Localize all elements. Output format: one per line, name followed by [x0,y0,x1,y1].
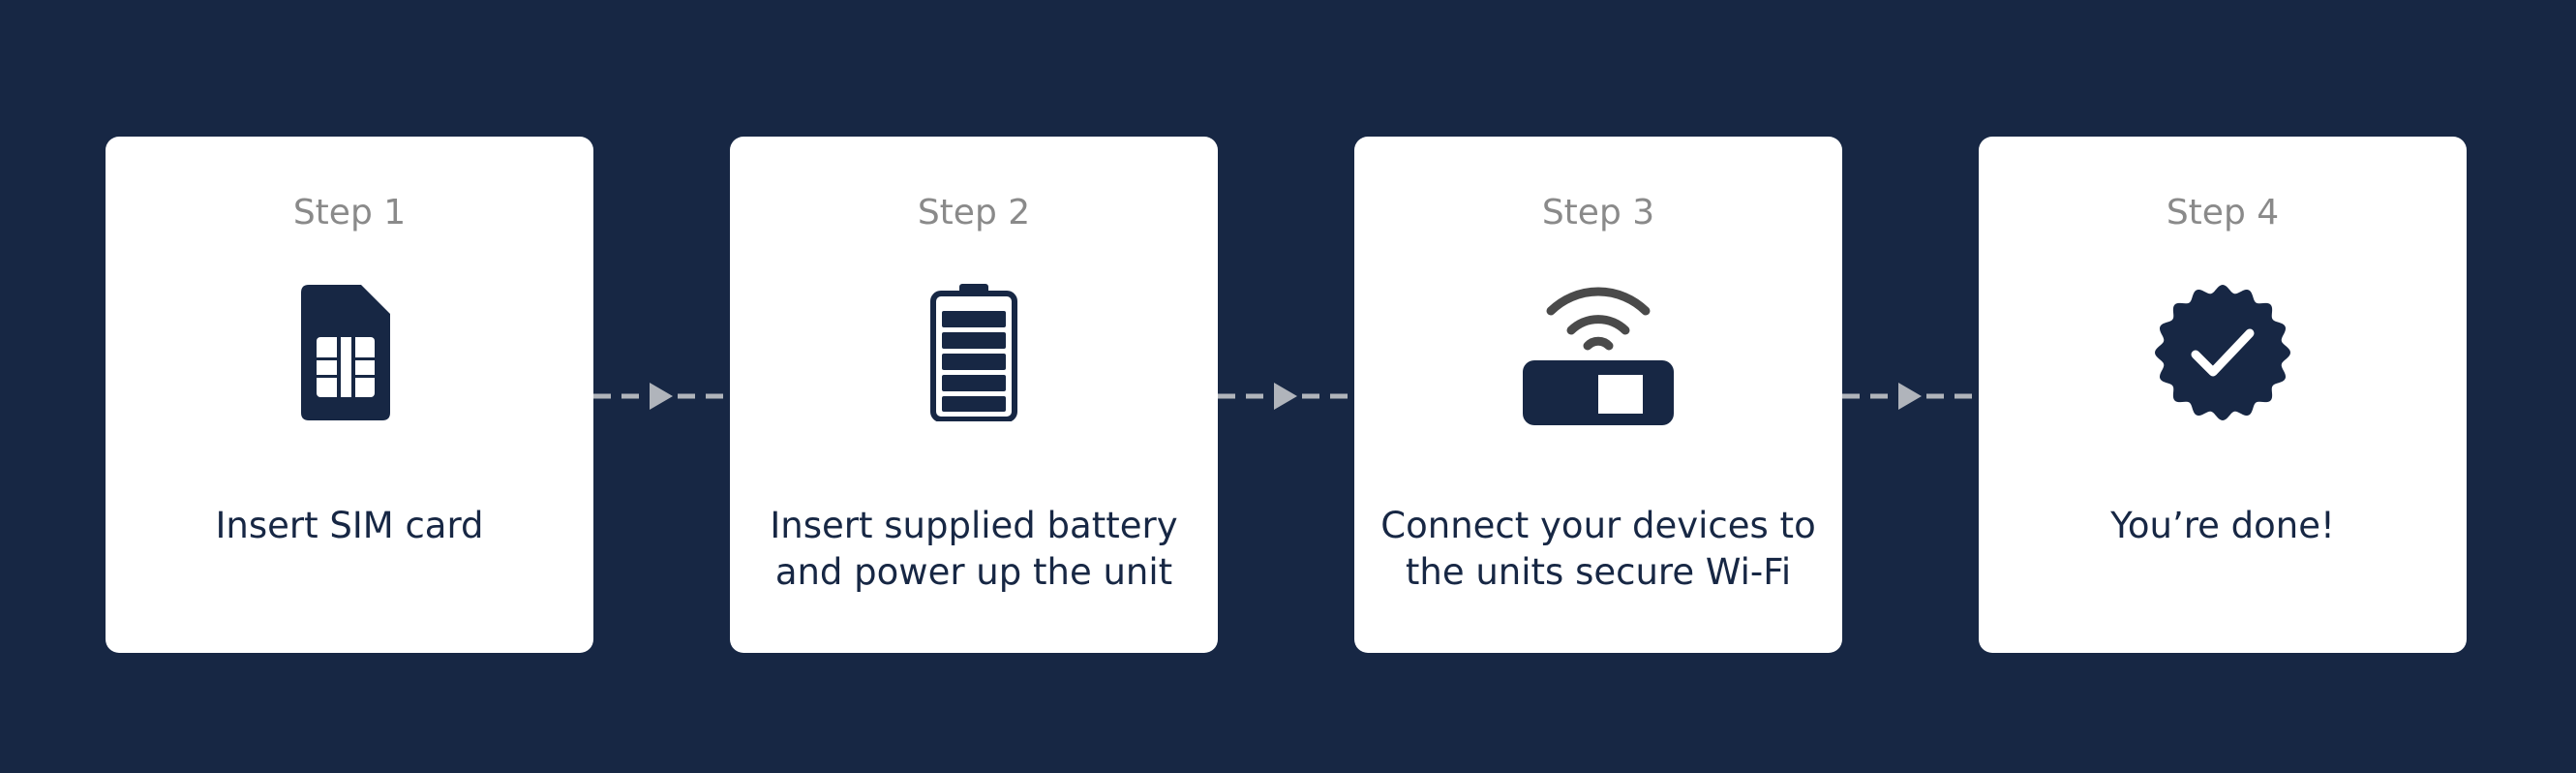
dashed-arrow-connector [1842,383,1979,410]
step-description-line: Insert supplied battery [770,505,1178,546]
step-description: You’re done! [1998,503,2447,549]
step-card-2: Step 2 Insert supplied battery and power… [730,137,1218,653]
step-description: Insert supplied battery and power up the… [749,503,1198,596]
step-description-line: You’re done! [2110,505,2335,546]
step-description-line: and power up the unit [774,551,1173,593]
step-label: Step 4 [2166,193,2280,232]
check-badge-icon [1979,280,2467,425]
step-label: Step 2 [917,193,1031,232]
dashed-arrow-connector [593,383,730,410]
step-description: Connect your devices to the units secure… [1374,503,1823,596]
wifi-router-icon [1354,280,1842,425]
step-description-line: Insert SIM card [215,505,484,546]
step-description: Insert SIM card [125,503,574,549]
battery-icon [730,280,1218,425]
dashed-arrow-connector [1218,383,1354,410]
sim-card-icon [106,280,593,425]
step-label: Step 3 [1541,193,1655,232]
step-description-line: the units secure Wi-Fi [1405,551,1792,593]
step-card-1: Step 1 Insert SIM card [106,137,593,653]
step-label: Step 1 [292,193,407,232]
step-card-4: Step 4 You’re done! [1979,137,2467,653]
step-description-line: Connect your devices to [1380,505,1816,546]
step-card-3: Step 3 Connect your devices to the units… [1354,137,1842,653]
